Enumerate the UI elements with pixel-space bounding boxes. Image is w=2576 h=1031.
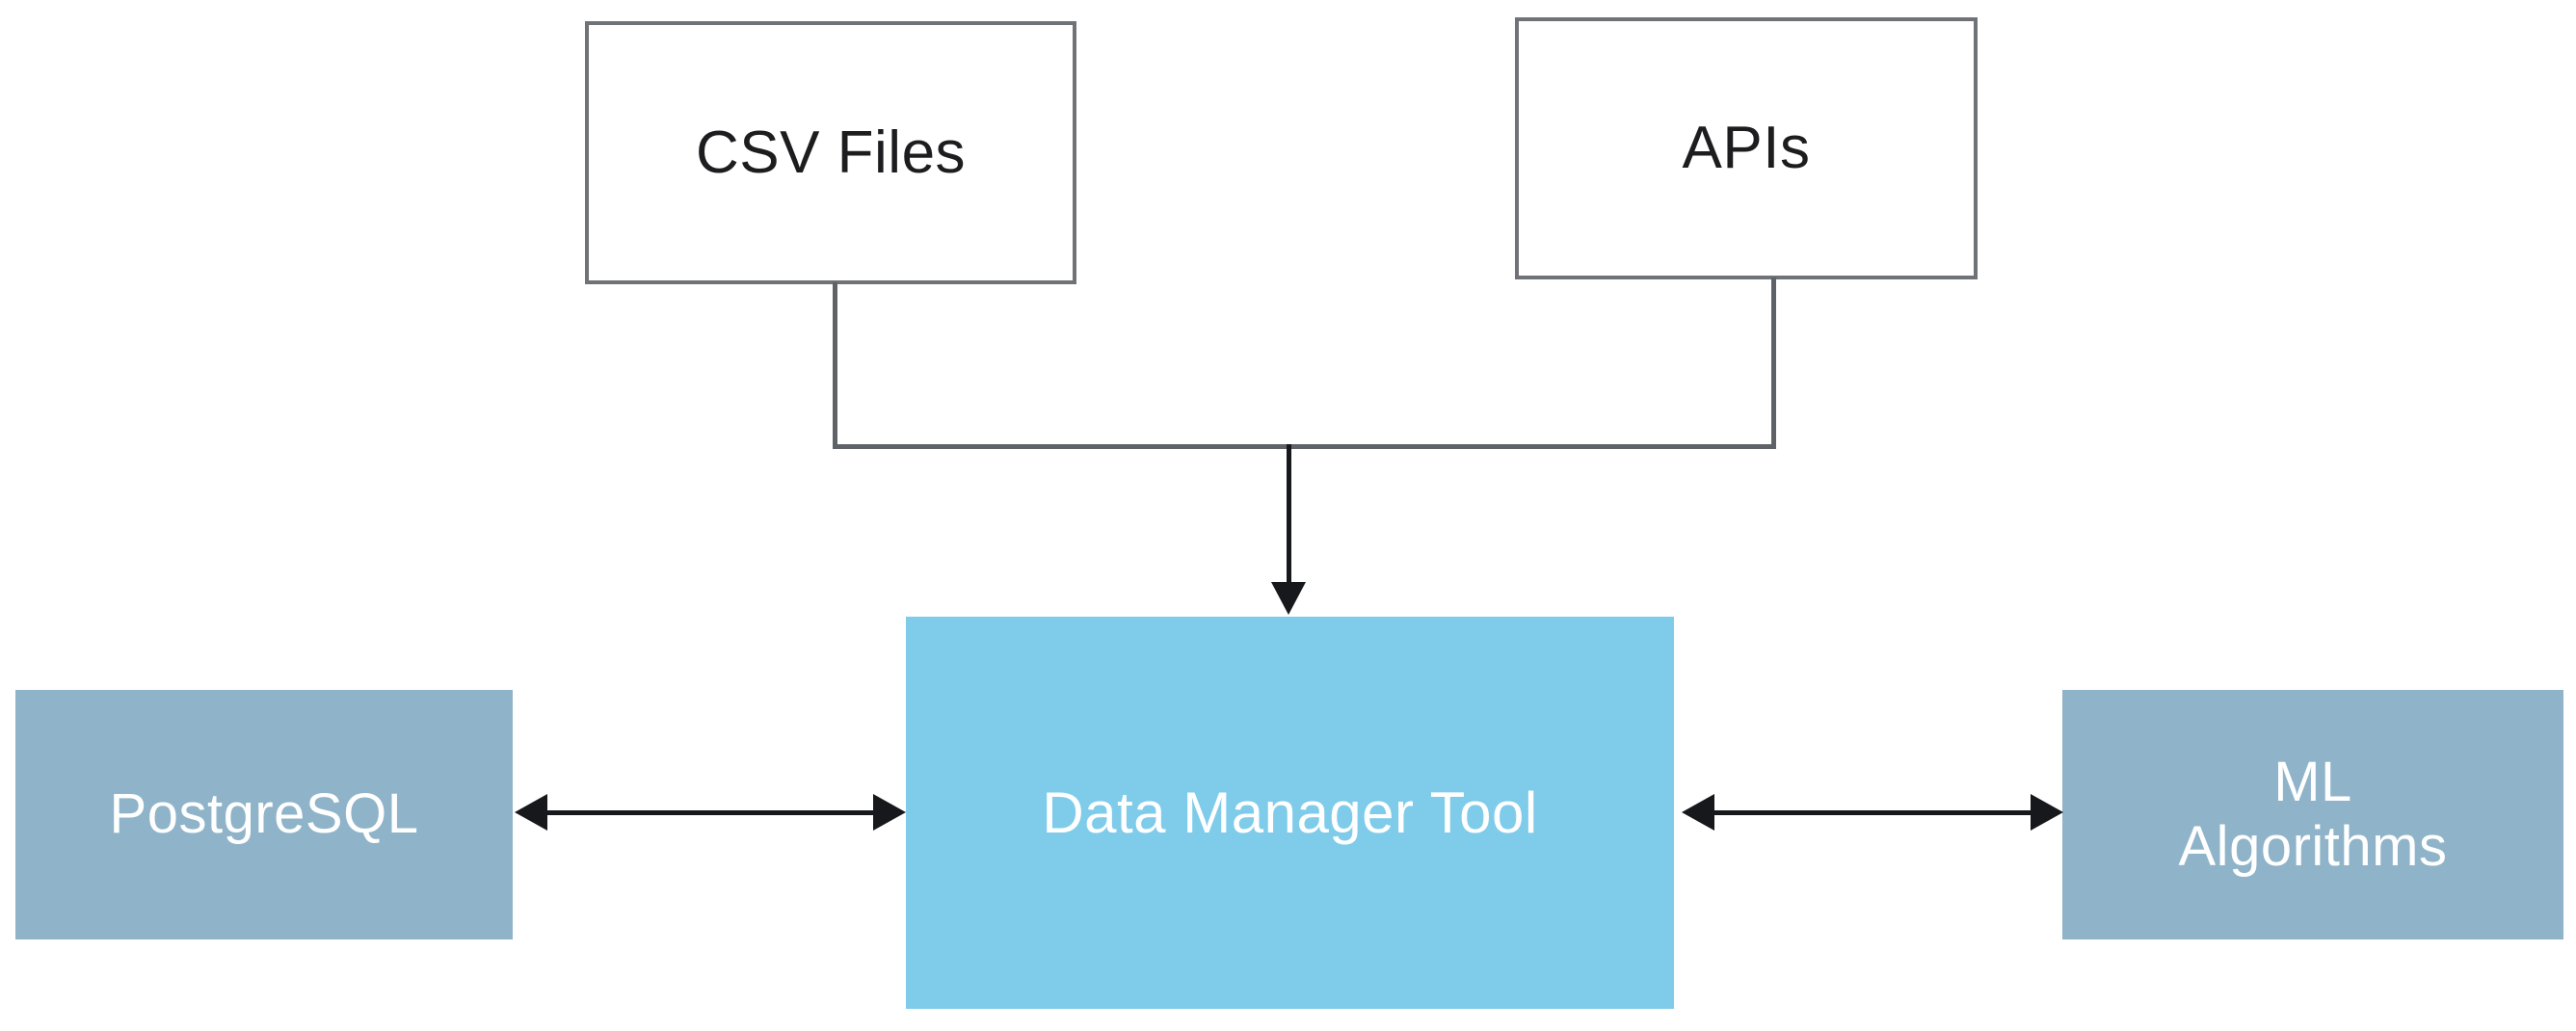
node-postgresql-label: PostgreSQL: [109, 782, 419, 846]
connector-tool-arrow-head: [1271, 582, 1306, 615]
connector-csv-drop: [833, 282, 837, 448]
node-csv-files[interactable]: CSV Files: [585, 21, 1076, 284]
arrow-postgresql-line: [540, 810, 883, 815]
node-data-manager-tool[interactable]: Data Manager Tool: [906, 617, 1674, 1009]
arrow-ml-head-right: [2031, 794, 2063, 831]
node-ml-algorithms[interactable]: ML Algorithms: [2062, 690, 2563, 939]
node-ml-algorithms-label: ML Algorithms: [2178, 750, 2448, 878]
connector-merge-bar: [833, 444, 1776, 449]
node-csv-files-label: CSV Files: [695, 119, 967, 186]
node-apis-label: APIs: [1682, 115, 1811, 182]
node-postgresql[interactable]: PostgreSQL: [15, 690, 513, 939]
node-data-manager-tool-label: Data Manager Tool: [1042, 780, 1538, 845]
connector-apis-drop: [1771, 278, 1776, 448]
connector-tool-arrow-stem: [1287, 444, 1291, 585]
arrow-postgresql-head-right: [873, 794, 906, 831]
arrow-ml-line: [1707, 810, 2038, 815]
node-apis[interactable]: APIs: [1515, 17, 1978, 279]
